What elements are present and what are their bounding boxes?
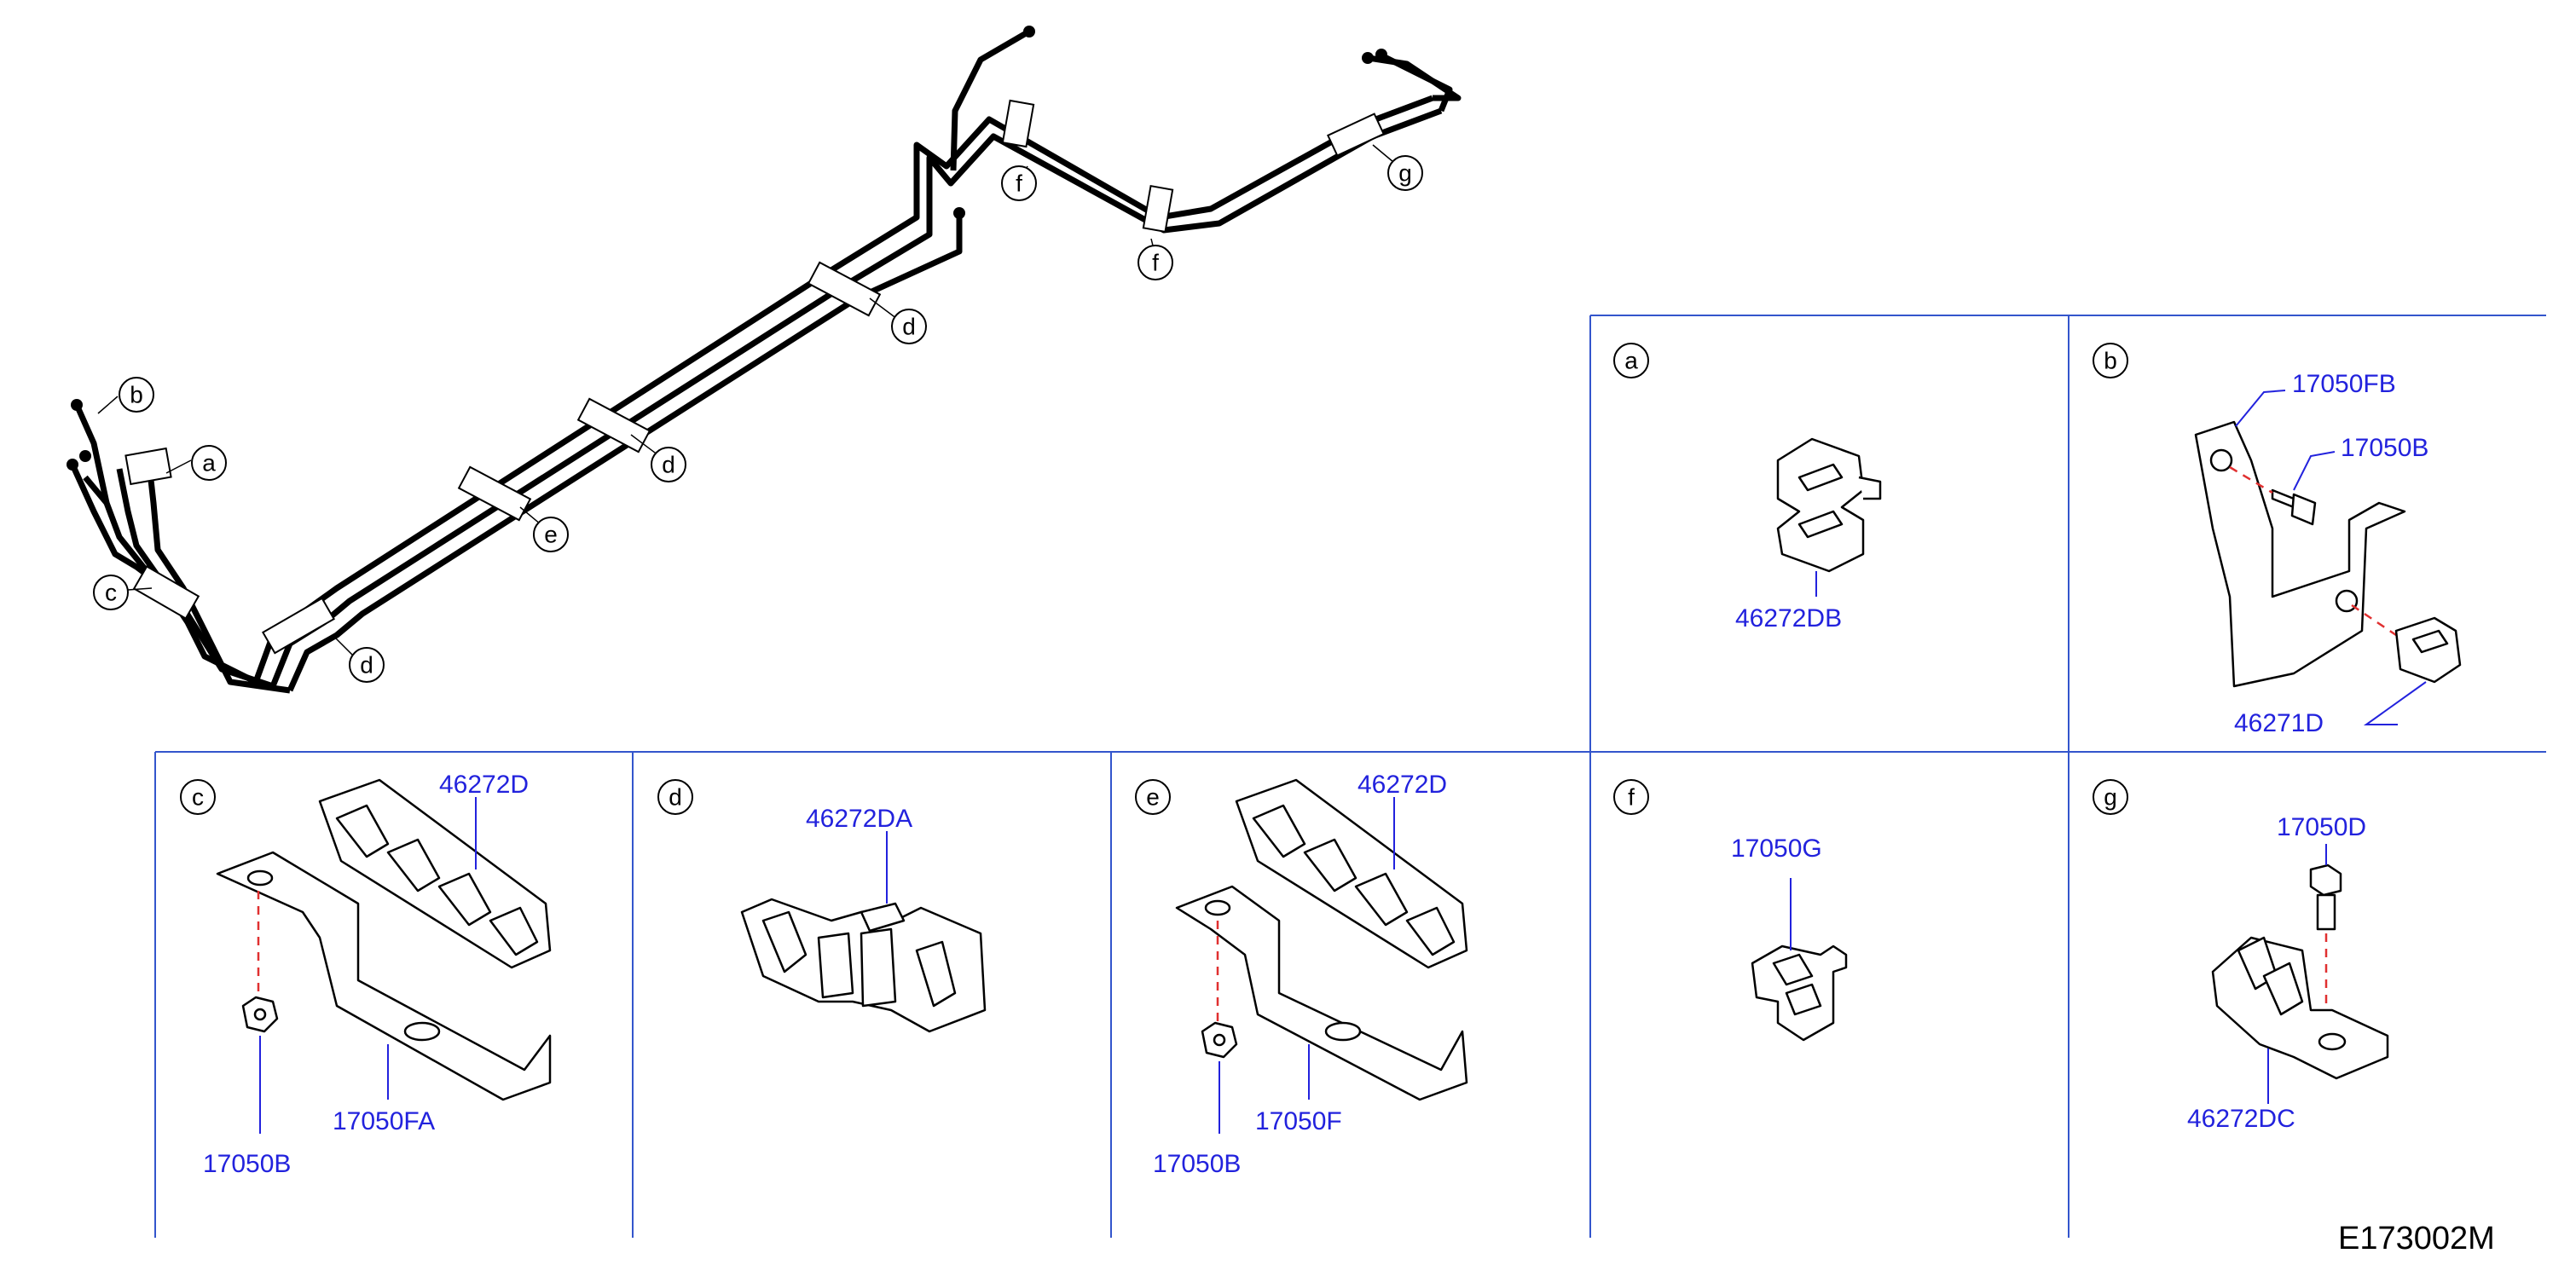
clip-46272DB [1776, 437, 1882, 573]
callout-f1: f [1001, 165, 1037, 201]
bolt-17050B [2271, 488, 2317, 526]
panel-d: d 46272DA [657, 779, 987, 1033]
callout-b: b [119, 377, 154, 413]
panel-f-label: f [1628, 784, 1635, 811]
svg-text:d: d [662, 452, 675, 478]
panel-c-label: c [192, 784, 204, 811]
panel-g-label: g [2104, 784, 2117, 811]
panel-c: c 46272D 17050FA 17050B [180, 771, 552, 1178]
callout-c: c [93, 575, 129, 610]
panel-a: a 46272DB [1613, 343, 1882, 632]
pn-46272DA: 46272DA [806, 805, 912, 833]
bracket-17050F [1175, 885, 1468, 1101]
pn-17050FB: 17050FB [2292, 370, 2396, 398]
pn-46272D-e: 46272D [1357, 771, 1447, 799]
pn-17050B-e: 17050B [1153, 1150, 1241, 1178]
panel-e: e 46272D 17050F 17050B [1135, 771, 1468, 1178]
svg-text:d: d [360, 652, 373, 679]
clip-46272DA [740, 898, 987, 1033]
callout-g: g [1387, 155, 1423, 191]
bracket-17050FA [216, 851, 552, 1101]
svg-text:f: f [1152, 250, 1159, 276]
panel-b: b 17050FB 17050B 46271D [2093, 343, 2462, 737]
clip-46272D-c [318, 778, 552, 969]
svg-text:a: a [202, 450, 216, 477]
callout-d2: d [651, 447, 686, 482]
clip-46271D [2394, 616, 2462, 684]
bolt-17050D [2309, 864, 2342, 931]
pn-46272DC: 46272DC [2187, 1105, 2295, 1133]
panel-e-label: e [1146, 784, 1160, 811]
pn-46272DB: 46272DB [1735, 604, 1842, 632]
svg-text:b: b [130, 382, 143, 408]
panel-f: f 17050G [1613, 779, 1848, 1042]
callout-d3: d [349, 647, 385, 683]
pn-17050B-c: 17050B [203, 1150, 291, 1178]
svg-text:f: f [1016, 170, 1022, 197]
nut-17050B-c [241, 996, 279, 1033]
clip-17050G [1751, 944, 1848, 1042]
brake-pipe-routing [67, 26, 1462, 694]
clip-46272DC [2211, 936, 2389, 1080]
clip-46272D-e [1235, 778, 1468, 969]
bracket-17050FB [2194, 420, 2406, 688]
pn-17050B-b: 17050B [2341, 434, 2428, 462]
svg-text:c: c [105, 580, 117, 606]
svg-text:e: e [544, 522, 558, 548]
pn-17050D: 17050D [2277, 813, 2366, 841]
pn-17050FA: 17050FA [333, 1107, 435, 1135]
diagram-code: E173002M [2338, 1221, 2495, 1256]
pn-17050G: 17050G [1731, 835, 1822, 863]
panel-a-label: a [1624, 348, 1638, 374]
svg-text:g: g [1398, 160, 1412, 187]
callout-f2: f [1137, 245, 1173, 280]
callout-d1: d [891, 309, 927, 344]
callout-e: e [533, 517, 569, 552]
pn-46271D: 46271D [2234, 709, 2324, 737]
panel-d-label: d [669, 784, 682, 811]
panel-frames [154, 315, 2546, 1238]
panel-g: g 17050D 46272DC [2093, 779, 2389, 1133]
panel-b-label: b [2104, 348, 2117, 374]
nut-17050B-e [1201, 1021, 1238, 1059]
svg-text:d: d [902, 314, 916, 340]
pn-46272D-c: 46272D [439, 771, 529, 799]
pn-17050F: 17050F [1255, 1107, 1342, 1135]
callout-a: a [191, 445, 227, 481]
